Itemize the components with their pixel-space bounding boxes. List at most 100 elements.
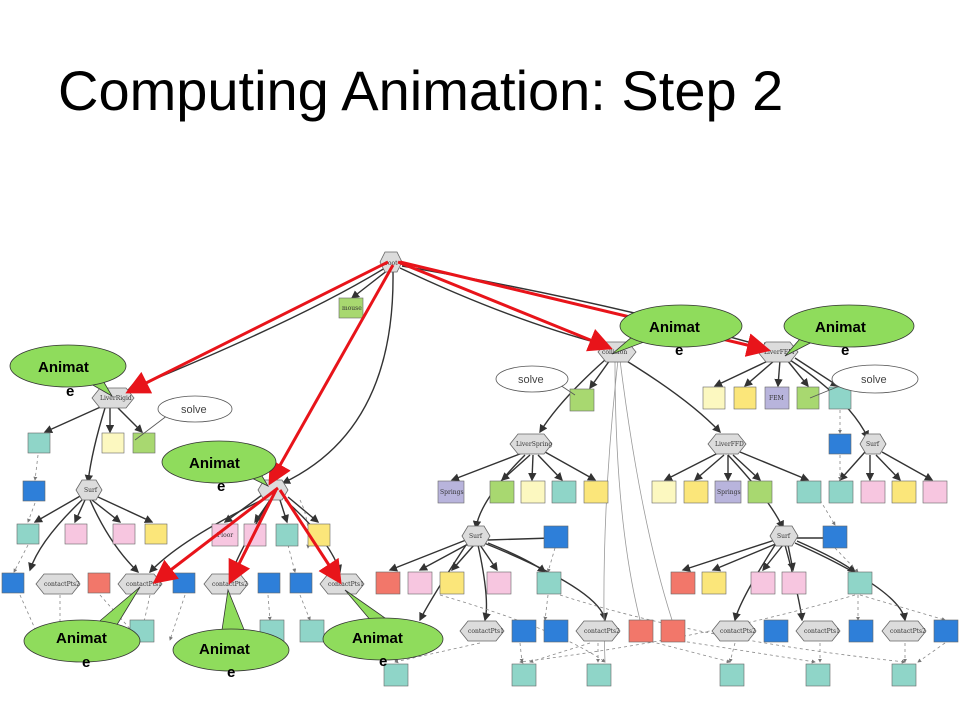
node-yellow [733,386,757,410]
mouse-node [338,297,364,319]
node-blue [828,433,852,455]
node-teal [536,571,562,595]
node-teal [16,523,40,545]
animate-label-wrap: e [227,664,235,681]
contact-pts2-node-d [711,620,757,642]
surf-node-right [769,525,799,547]
contact-pts2-node [35,573,81,595]
floor-node [211,523,239,547]
node-blue [822,525,848,549]
surf-node-left-label: Surf [84,487,98,494]
node-teal [891,663,917,687]
springs-node-ffd [714,480,742,504]
contact-pts2-label-b: contactPts2 [212,581,248,588]
node-yellow [683,480,709,504]
surf-node-mid-right [461,525,491,547]
node-teal [828,480,854,504]
contact-pts2-node-e [881,620,927,642]
animate-label-wrap: e [66,383,74,400]
node-pale-yellow [702,386,726,410]
node-green [569,388,595,412]
node-teal [847,571,873,595]
node-teal [796,480,822,504]
animate-label: Animat [352,630,403,647]
node-blue [511,619,537,643]
node-pink [750,571,776,595]
animate-callout-bottom-right: Animat e [322,589,444,670]
liver-spring-node-label: LiverSpring [516,441,552,448]
node-green [489,480,515,504]
node-salmon [670,571,696,595]
node-yellow [439,571,465,595]
contact-pts1-node-c [459,620,505,642]
mouse-node-label: mouse [342,305,362,312]
node-pink [486,571,512,595]
node-yellow [144,523,168,545]
animate-label-wrap: e [675,342,683,359]
node-yellow [891,480,917,504]
floor-node-label: Floor [217,532,233,539]
node-blue [22,480,46,502]
node-pink [112,523,136,545]
liver-fem-node-label: LiverFEM [764,349,794,356]
node-blue [289,572,313,594]
node-salmon [628,619,654,643]
animate-callout-top-right: Animat e [783,304,915,359]
springs-node [437,480,465,504]
animate-callout-top-mid: Animat e [611,304,743,359]
node-teal [551,480,577,504]
animate-label-wrap: e [379,653,387,670]
springs-node-label: Springs [440,489,464,496]
solve-label: solve [861,374,887,386]
node-teal [719,663,745,687]
collision-long-edges [603,359,673,663]
liver-ffd-node [707,433,747,455]
animate-callout-mid-left: Animat e [161,440,277,495]
animate-label: Animat [815,319,866,336]
node-pale-yellow [101,432,125,454]
contact-pts2-label-c: contactPts2 [584,628,620,635]
node-blue [933,619,959,643]
animate-callout-left: Animat e [9,344,127,400]
fem-node-label: FEM [769,395,784,402]
liver-ffd-node-label: LiverFFD [715,441,744,448]
node-yellow [307,523,331,547]
solve-label: solve [518,374,544,386]
surf-node-far-right-label: Surf [866,441,880,448]
node-teal [828,386,852,410]
node-pale-yellow [651,480,677,504]
node-green [796,386,820,410]
node-green [747,480,773,504]
root-node-label: root [385,260,398,267]
contact-pts1-node-d [795,620,841,642]
contact-pts2-label-e: contactPts2 [890,628,926,635]
node-blue [257,572,281,594]
solve-label: solve [181,404,207,416]
graph-nodes: root LiverRigid Surf collision LiverFEM … [1,251,959,687]
surf-node-left [75,479,103,501]
animate-label-wrap: e [82,654,90,671]
liver-spring-node [509,433,553,455]
node-teal [383,663,409,687]
node-salmon [375,571,401,595]
contact-pts2-node-c [575,620,621,642]
node-pale-yellow [520,480,546,504]
node-blue [172,572,196,594]
surf-node-far-right [859,433,887,455]
springs-node-ffd-label: Springs [717,489,741,496]
node-salmon [87,572,111,594]
node-green [132,432,156,454]
animate-label-wrap: e [217,478,225,495]
node-pink [64,523,88,545]
node-teal [299,619,325,643]
node-salmon [660,619,686,643]
node-teal [275,523,299,547]
fem-node [764,386,790,410]
node-blue [763,619,789,643]
liver-rigid-node-label: LiverRigid [100,395,132,402]
node-teal [805,663,831,687]
animate-label: Animat [199,641,250,658]
surf-node-right-label: Surf [777,533,791,540]
contact-pts1-label-c: contactPts1 [468,628,504,635]
animate-label: Animat [649,319,700,336]
